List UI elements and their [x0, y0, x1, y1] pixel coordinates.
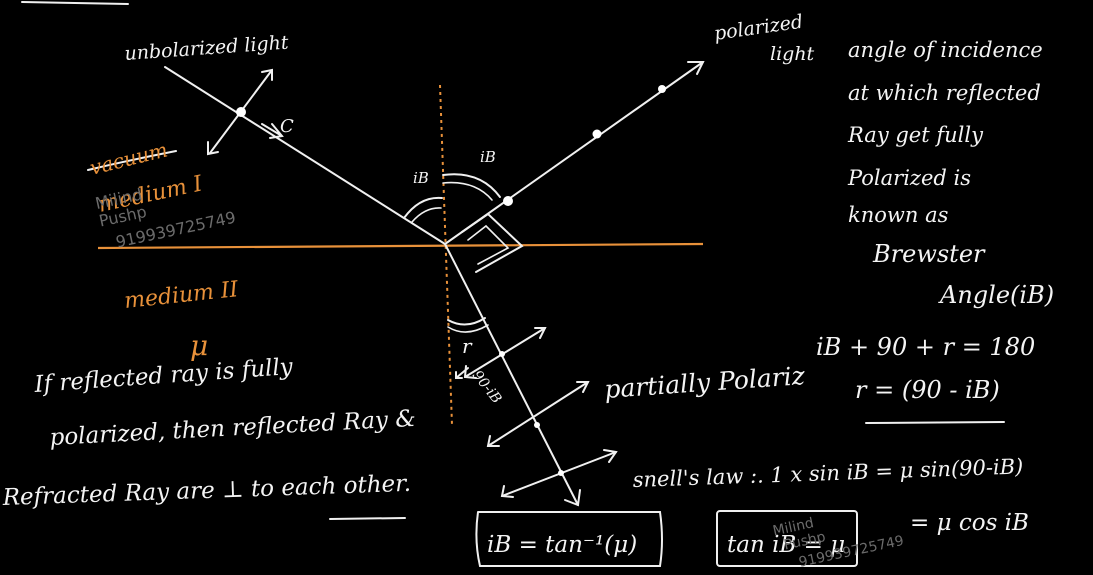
- partially-polarized-label: partially Polariz: [603, 361, 806, 404]
- mu-label: μ: [190, 329, 208, 362]
- incident-vibration-top-arrowhead: [261, 68, 273, 81]
- angle-sum-equation: iB + 90 + r = 180: [816, 333, 1035, 361]
- tan-ib-boxed-equation: tan iB = μ: [727, 532, 845, 558]
- brewster-note-line: Brewster: [872, 240, 986, 268]
- perpendicular-note-line: If reflected ray is fully: [33, 354, 295, 398]
- incident-ray: [164, 66, 446, 245]
- refracted-ray-arrowhead: [564, 489, 581, 507]
- brewster-definition-notes: angle of incidence at which reflected Ra…: [847, 38, 1054, 309]
- r-value-equation: r = (90 - iB): [855, 376, 1000, 404]
- angle-ib-left-label: iB: [413, 169, 429, 187]
- perpendicular-note-line: Refracted Ray are ⊥ to each other.: [1, 471, 411, 511]
- reflected-dot-1: [503, 196, 513, 206]
- refracted-ray: [444, 243, 579, 506]
- refracted-dot-2: [534, 422, 540, 428]
- refracted-vibration-2: [487, 381, 589, 447]
- perpendicular-condition-notes: If reflected ray is fully polarized, the…: [1, 354, 416, 511]
- brewster-angle-boxed-equation: iB = tan⁻¹(μ): [487, 532, 637, 558]
- reflected-dot-3: [658, 85, 666, 93]
- brewster-note-line: angle of incidence: [848, 38, 1043, 62]
- interface-line: [97, 242, 704, 250]
- angle-arc-refraction-inner: [447, 324, 489, 333]
- refracted-vibration-3-arrowheads: [500, 449, 618, 498]
- unpolarized-light-label: unbolarized light: [124, 32, 290, 65]
- each-other-underline: [329, 517, 406, 520]
- angle-arc-refraction: [447, 317, 486, 326]
- refracted-dot-1: [499, 351, 505, 357]
- refracted-vibration-1: [464, 327, 546, 378]
- top-stub-line: [21, 1, 129, 5]
- angle-arc-incidence-inner: [411, 207, 442, 223]
- incident-dot: [236, 107, 246, 117]
- brewster-note-line: Polarized is: [847, 166, 971, 190]
- brewster-note-line: Angle(iB): [938, 281, 1054, 309]
- perpendicular-note-line: polarized, then reflected Ray &: [49, 406, 416, 451]
- brewster-note-line: Ray get fully: [847, 123, 984, 147]
- polarized-light-label-1: polarized: [713, 11, 805, 45]
- angle-90-arrow: [455, 367, 469, 379]
- vacuum-underline: [87, 150, 177, 171]
- snell-law-equation: snell's law :. 1 x sin iB = μ sin(90-iB): [632, 454, 1023, 492]
- tan-box: [716, 510, 858, 567]
- incident-vibration-bottom-arrowhead: [207, 141, 219, 156]
- vacuum-label: vacuum: [87, 137, 170, 179]
- refracted-dot-3: [558, 470, 564, 476]
- medium-2-label: medium II: [123, 277, 241, 314]
- angle-r-label: r: [462, 334, 473, 358]
- brewster-note-line: at which reflected: [848, 81, 1041, 105]
- refracted-vibration-2-arrowheads: [486, 381, 590, 447]
- brewster-note-line: known as: [848, 203, 949, 227]
- polarized-light-label-2: light: [770, 43, 815, 65]
- brewster-box: [475, 511, 663, 567]
- point-c-label: C: [280, 116, 294, 137]
- angle-arc-reflection-inner: [442, 181, 493, 201]
- right-angle-marker: [461, 212, 524, 273]
- reflected-ray-arrowhead: [687, 61, 705, 75]
- r-value-underline: [865, 421, 1005, 424]
- angle-arc-reflection: [442, 173, 501, 198]
- angle-90-minus-ib-label: 90-iB: [469, 368, 505, 407]
- angle-arc-incidence: [403, 196, 443, 219]
- reflected-dot-2: [592, 129, 602, 139]
- incident-ray-arrow: [261, 123, 284, 139]
- right-angle-marker-inner: [467, 224, 510, 265]
- normal-line: [439, 84, 453, 426]
- cos-form-equation: = μ cos iB: [910, 510, 1029, 536]
- angle-ib-right-label: iB: [480, 148, 496, 166]
